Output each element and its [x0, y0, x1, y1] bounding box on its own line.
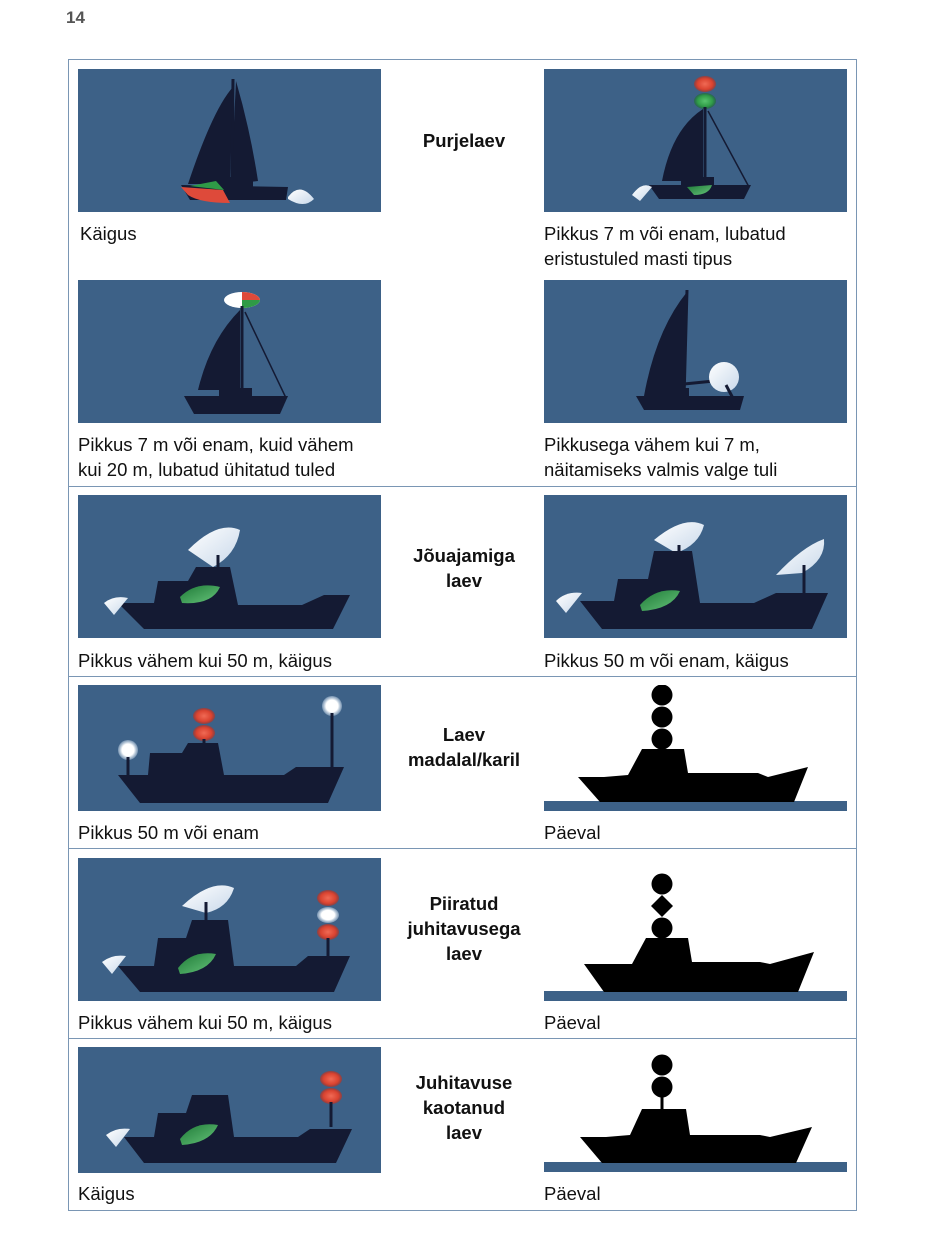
- caption: Pikkus vähem kui 50 m, käigus: [78, 650, 332, 671]
- restricted-vessel-day-shapes-illustration: [544, 858, 847, 1001]
- section-divider: [68, 1038, 857, 1039]
- caption: Pikkus 7 m või enam, lubatud eristustule…: [544, 223, 786, 269]
- caption: Pikkus vähem kui 50 m, käigus: [78, 1012, 332, 1033]
- section-divider: [68, 848, 857, 849]
- sailboat-combined-lantern-illustration: [78, 280, 381, 423]
- section-title-aground: Laev madalal/karil: [407, 724, 521, 770]
- caption: Päeval: [544, 1012, 601, 1033]
- restricted-vessel-night-illustration: [78, 858, 381, 1001]
- section-title-restricted: Piiratud juhitavusega laev: [407, 893, 521, 964]
- not-under-command-day-shapes-illustration: [544, 1047, 847, 1173]
- page-number: 14: [66, 8, 85, 27]
- power-vessel-under-50m-illustration: [78, 495, 381, 638]
- section-title-not-under-command: Juhitavuse kaotanud laev: [415, 1072, 513, 1143]
- table-frame: [68, 59, 857, 1211]
- power-vessel-over-50m-illustration: [544, 495, 847, 638]
- section-divider: [68, 676, 857, 677]
- caption: Päeval: [544, 1183, 601, 1204]
- section-title-power-vessel: Jõuajamiga laev: [413, 545, 515, 591]
- caption: Käigus: [78, 1183, 135, 1204]
- caption: Pikkusega vähem kui 7 m, näitamiseks val…: [544, 434, 778, 480]
- caption: Pikkus 50 m või enam: [78, 822, 259, 843]
- caption: Päeval: [544, 822, 601, 843]
- caption: Pikkus 50 m või enam, käigus: [544, 650, 789, 671]
- vessel-aground-night-illustration: [78, 685, 381, 811]
- caption: Käigus: [80, 223, 137, 244]
- section-divider: [68, 486, 857, 487]
- vessel-aground-day-shapes-illustration: [544, 685, 847, 811]
- sailboat-masthead-lights-illustration: [544, 69, 847, 212]
- section-title-sailboat: Purjelaev: [422, 130, 506, 151]
- caption: Pikkus 7 m või enam, kuid vähem kui 20 m…: [78, 434, 354, 480]
- small-sailboat-white-light-illustration: [544, 280, 847, 423]
- not-under-command-night-illustration: [78, 1047, 381, 1173]
- sailboat-underway-illustration: [78, 69, 381, 212]
